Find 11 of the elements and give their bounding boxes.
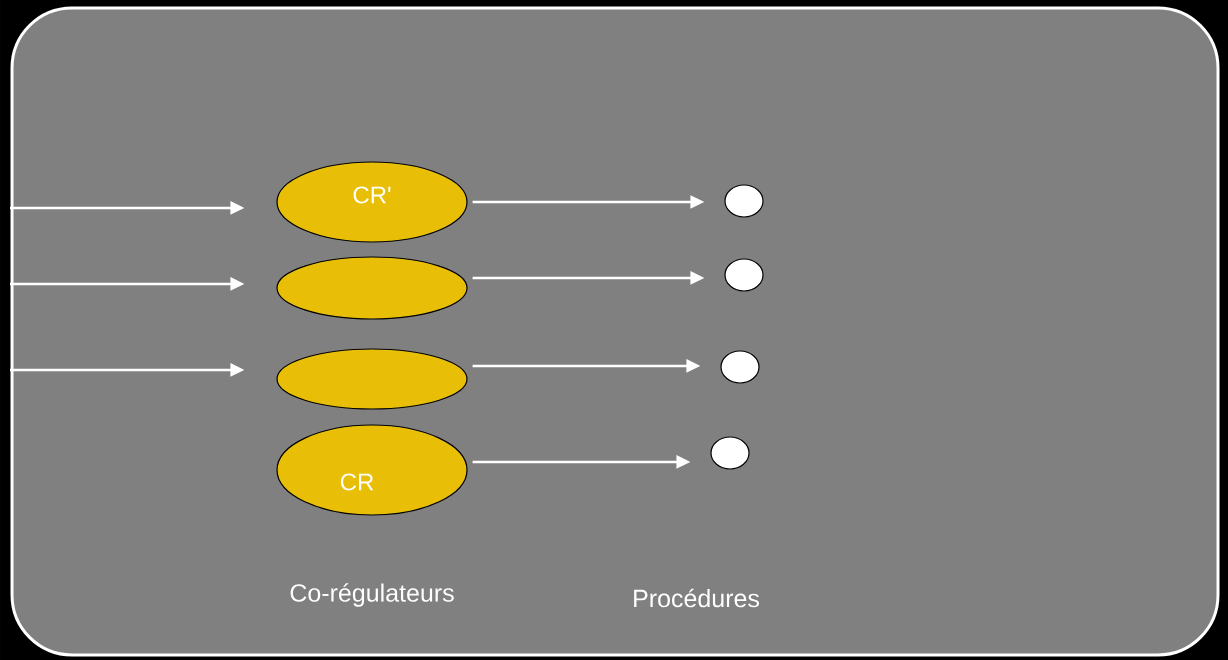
ellipse-shape <box>276 256 468 320</box>
circle-shape <box>710 436 750 470</box>
ellipse-shape <box>276 348 468 410</box>
column-label: Co-régulateurs <box>290 583 454 607</box>
panel-background <box>10 6 1220 657</box>
circle-shape <box>724 258 764 292</box>
column-label: Procédures <box>634 588 759 608</box>
ellipse-node: CR' <box>276 161 468 243</box>
circle-shape <box>720 350 760 384</box>
circle-shape <box>724 184 764 218</box>
ellipse-node: CR <box>276 424 468 516</box>
